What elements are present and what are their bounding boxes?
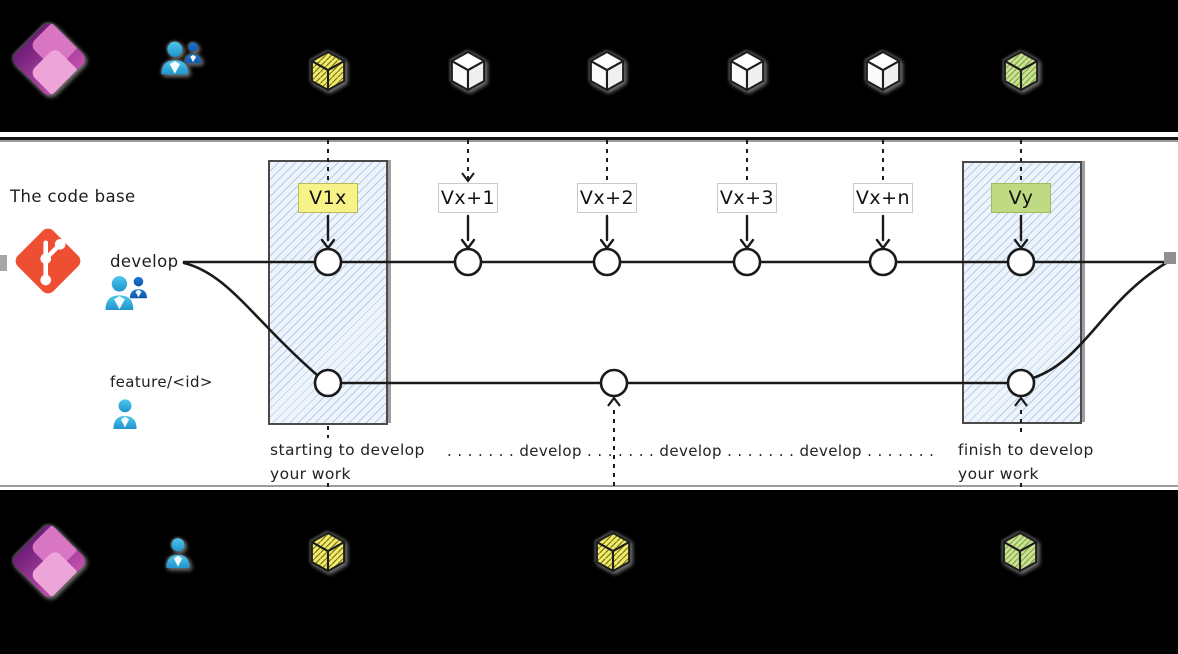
caption-develop-dotted: . . . . . . . develop . . . . . . . deve… xyxy=(447,442,935,460)
version-tag-vx2: Vx+2 xyxy=(577,183,637,213)
version-tag-vx1: Vx+1 xyxy=(438,183,498,213)
commit-node xyxy=(313,368,343,398)
git-icon xyxy=(10,222,86,300)
commit-node xyxy=(592,247,622,277)
package-icon-yellow xyxy=(309,49,347,93)
commit-node xyxy=(599,368,629,398)
branch-lines-layer xyxy=(0,140,1176,490)
version-tag-vy: Vy xyxy=(991,183,1051,213)
team-icon xyxy=(104,272,156,316)
package-icon-white xyxy=(728,49,766,93)
package-icon-green xyxy=(1002,49,1040,93)
version-arrow xyxy=(599,214,615,250)
power-apps-icon xyxy=(6,12,92,106)
bottom-band xyxy=(0,490,1178,654)
feature-branch-off-curve xyxy=(182,261,319,377)
version-arrow xyxy=(460,214,476,250)
version-arrow xyxy=(875,214,891,250)
panel-bottom-border-shadow xyxy=(0,485,1178,487)
commit-node xyxy=(1006,368,1036,398)
arrowhead-up xyxy=(607,396,621,407)
commit-node xyxy=(1006,247,1036,277)
caption-finish-line2: your work xyxy=(958,465,1039,483)
panel-top-border xyxy=(0,137,1178,140)
left-edge-handle xyxy=(0,255,7,271)
feature-branch-label: feature/<id> xyxy=(110,373,213,391)
version-tag-vxn: Vx+n xyxy=(853,183,913,213)
commit-node xyxy=(313,247,343,277)
package-icon-yellow xyxy=(309,530,347,574)
version-arrow xyxy=(1013,214,1029,250)
version-arrow xyxy=(739,214,755,250)
caption-start-line1: starting to develop xyxy=(270,441,425,459)
panel-title: The code base xyxy=(10,187,136,206)
feature-merge-curve xyxy=(1031,261,1168,380)
panel-top-border-shadow xyxy=(0,140,1178,142)
version-arrow xyxy=(320,214,336,250)
commit-node xyxy=(732,247,762,277)
develop-branch-label: develop xyxy=(110,252,179,271)
package-icon-white xyxy=(864,49,902,93)
user-icon xyxy=(161,531,195,575)
version-tag-v1x: V1x xyxy=(298,183,358,213)
user-icon xyxy=(108,394,142,434)
arrowhead-down xyxy=(461,172,475,183)
version-tag-vx3: Vx+3 xyxy=(717,183,777,213)
package-icon-white xyxy=(449,49,487,93)
package-icon-green xyxy=(1001,530,1039,574)
commit-node xyxy=(868,247,898,277)
package-icon-yellow xyxy=(594,530,632,574)
caption-start-line2: your work xyxy=(270,465,351,483)
power-apps-icon xyxy=(6,514,92,608)
commit-node xyxy=(453,247,483,277)
team-icon xyxy=(160,36,210,82)
package-icon-white xyxy=(588,49,626,93)
top-band xyxy=(0,0,1178,132)
caption-finish-line1: finish to develop xyxy=(958,441,1094,459)
arrowhead-up xyxy=(1014,396,1028,407)
right-edge-handle xyxy=(1164,252,1176,264)
